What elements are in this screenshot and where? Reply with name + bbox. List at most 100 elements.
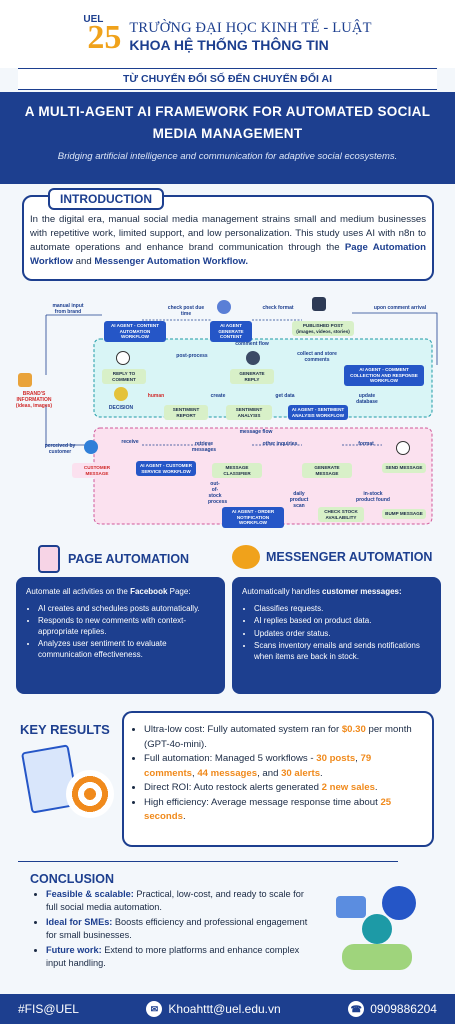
label-check-format: check format <box>262 305 294 311</box>
list-item: Scans inventory emails and sends notific… <box>254 641 431 662</box>
reply-icon <box>116 351 130 365</box>
node-bump-message: BUMP MESSAGE <box>382 509 426 519</box>
phone-icon <box>312 297 326 311</box>
msg-auto-intro-bold: customer messages: <box>322 587 402 596</box>
result-item: Full automation: Managed 5 workflows - 3… <box>144 752 424 781</box>
uel-logo: UEL 25 <box>83 12 122 60</box>
list-item: Classifies requests. <box>254 604 431 615</box>
node-agent-content: AI AGENT - CONTENT AUTOMATION WORKFLOW <box>104 321 166 342</box>
node-classifier: MESSAGE CLASSIFIER <box>212 463 262 478</box>
gear-robot-icon <box>246 351 260 365</box>
label-message-flow: message flow <box>239 429 273 435</box>
conclusion-2-text: Boosts efficiency and professional engag… <box>46 917 308 940</box>
result-4-value: 25 seconds <box>144 796 392 823</box>
conclusion-item: Ideal for SMEs: Boosts efficiency and pr… <box>46 916 310 942</box>
result-4-end: . <box>182 811 186 822</box>
motto: TỪ CHUYỂN ĐỔI SỐ ĐẾN CHUYỂN ĐỔI AI <box>18 68 437 90</box>
node-generate-content: AI AGENT GENERATE CONTENT <box>210 321 252 342</box>
ai-chat-icon <box>396 441 410 455</box>
faculty-name: KHOA HỆ THỐNG THÔNG TIN <box>129 36 329 53</box>
conclusion-2-bold: Ideal for SMEs: <box>46 917 113 927</box>
node-customer-message: CUSTOMER MESSAGE <box>72 463 122 478</box>
checklist-target-icon <box>20 744 114 832</box>
conclusion-1-bold: Feasible & scalable: <box>46 889 134 899</box>
conclusion-title: CONCLUSION <box>30 872 115 886</box>
footer-phone[interactable]: 0909886204 <box>370 1002 437 1016</box>
list-item: AI creates and schedules posts automatic… <box>38 604 215 615</box>
page-auto-intro-2: Page: <box>167 587 191 596</box>
page-automation-card: Automate all activities on the Facebook … <box>16 577 225 694</box>
list-item: Updates order status. <box>254 629 431 640</box>
key-results-title: KEY RESULTS <box>20 722 110 737</box>
email-icon: ✉ <box>146 1001 163 1017</box>
label-post-process: post-process <box>176 353 208 359</box>
conclusion-item: Feasible & scalable: Practical, low-cost… <box>46 888 310 914</box>
conclusion-3-text: Extend to more platforms and enhance com… <box>46 945 300 968</box>
result-3-end: . <box>374 782 378 793</box>
page-auto-intro: Automate all activities on the <box>26 587 131 596</box>
smartphone-icon <box>38 545 60 573</box>
label-brand-info: BRAND'S INFORMATION (ideas, images) <box>15 391 53 409</box>
node-generate-reply: GENERATE REPLY <box>230 369 274 384</box>
result-2-text: Full automation: Managed 5 workflows - <box>144 753 317 764</box>
node-agent-sentiment: AI AGENT - SENTIMENT ANALYSIS WORKFLOW <box>288 405 348 420</box>
node-generate-message: GENERATE MESSAGE <box>302 463 352 478</box>
result-4-text: High efficiency: Average message respons… <box>144 796 381 808</box>
brand-info-icon <box>18 373 32 387</box>
label-collect: collect and store comments <box>297 351 337 363</box>
list-item: Responds to new comments with context-ap… <box>38 616 215 637</box>
conclusion-list: Feasible & scalable: Practical, low-cost… <box>36 888 310 972</box>
intro-text-2: and <box>73 256 95 267</box>
messenger-automation-title: MESSENGER AUTOMATION <box>266 550 433 564</box>
page-auto-intro-bold: Facebook <box>130 587 168 596</box>
result-item: Direct ROI: Auto restock alerts generate… <box>144 781 424 796</box>
intro-bold-2: Messenger Automation Workflow. <box>94 256 249 267</box>
conclusion-3-bold: Future work: <box>46 945 102 955</box>
label-get-data: get data <box>275 393 295 399</box>
node-published-post: PUBLISHED POST (images, videos, stories) <box>292 321 354 336</box>
result-2-end: . <box>320 767 323 779</box>
conclusion-1-text: Practical, low-cost, and ready to scale … <box>46 889 304 912</box>
label-decision: DECISION <box>108 405 134 411</box>
label-comment-flow: comment flow <box>235 341 269 347</box>
node-agent-order: AI AGENT - ORDER NOTIFICATION WORKFLOW <box>222 507 284 528</box>
label-receive: receive <box>121 439 139 445</box>
node-check-stock: CHECK STOCK AVAILABILITY <box>318 507 364 522</box>
node-send-message: SEND MESSAGE <box>382 463 426 473</box>
result-3-text: Direct ROI: Auto restock alerts generate… <box>144 782 322 793</box>
key-results-box: Ultra-low cost: Fully automated system r… <box>122 711 434 847</box>
logo-text: UEL <box>83 14 104 25</box>
result-1-value: $0.30 <box>341 724 366 735</box>
title-line-1: A MULTI-AGENT AI FRAMEWORK FOR AUTOMATED… <box>24 104 431 119</box>
label-retrieve: retrieve messages <box>191 441 217 453</box>
label-human: human <box>147 393 165 399</box>
label-perceived: perceived by customer <box>44 443 76 455</box>
workflow-lines <box>45 312 438 525</box>
result-1-suffix: per month (GPT-4o-mini). <box>144 724 412 750</box>
label-create: create <box>210 393 226 399</box>
list-item: AI replies based on product data. <box>254 616 431 627</box>
title-line-2: MEDIA MANAGEMENT <box>152 126 303 141</box>
robot-icon <box>217 300 231 314</box>
label-out-of-stock: out-of-stock process <box>208 481 228 505</box>
label-upon-comment: upon comment arrival <box>373 305 427 311</box>
footer-hashtag: #FIS@UEL <box>18 1002 79 1016</box>
title-banner: A MULTI-AGENT AI FRAMEWORK FOR AUTOMATED… <box>0 92 455 184</box>
intro-bold-1: Page Automation Workflow <box>30 242 427 267</box>
messenger-automation-card: Automatically handles customer messages:… <box>232 577 441 694</box>
chat-icon <box>84 440 98 454</box>
conclusion-item: Future work: Extend to more platforms an… <box>46 944 310 970</box>
workflow-diagram: manual input from brand upon comment arr… <box>12 295 444 528</box>
result-item: Ultra-low cost: Fully automated system r… <box>144 723 424 752</box>
footer-email[interactable]: Khoahttt@uel.edu.vn <box>168 1002 281 1016</box>
result-2-posts: 30 posts <box>316 753 356 764</box>
automation-illustration-icon <box>328 884 428 980</box>
logo-number: 25 <box>87 19 122 56</box>
decision-icon <box>114 387 128 401</box>
label-format: format <box>358 441 374 447</box>
result-1-text: Ultra-low cost: Fully automated system r… <box>144 724 342 735</box>
label-other-inquiries: other inquiries <box>262 441 298 447</box>
node-reply-comment: REPLY TO COMMENT <box>102 369 146 384</box>
label-manual-input: manual input from brand <box>52 303 84 315</box>
result-item: High efficiency: Average message respons… <box>144 796 424 825</box>
